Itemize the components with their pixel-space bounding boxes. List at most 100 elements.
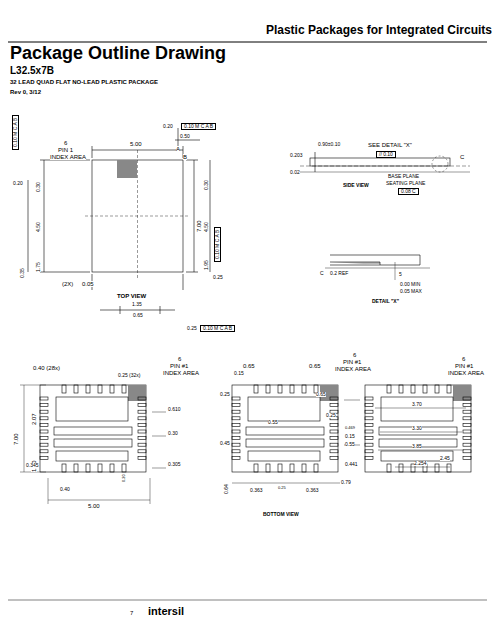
dimension-label: 2.254 xyxy=(414,461,427,466)
dimension-label: INDEX AREA xyxy=(163,370,199,376)
bottom-view-outline xyxy=(365,385,471,472)
dimension-label: (2X) xyxy=(62,281,73,287)
dimension-label: 0.25 xyxy=(220,392,230,397)
top-view xyxy=(28,128,210,314)
dimension-label: 0.25 xyxy=(213,275,223,280)
dimension-label: DETAIL "X" xyxy=(372,299,399,304)
dimension-label: 0.20 xyxy=(163,124,173,129)
dimension-label: 7.00 xyxy=(13,433,19,445)
dimension-label: 32 LEAD QUAD FLAT NO-LEAD PLASTIC PACKAG… xyxy=(10,79,158,85)
dimension-label: 0.79 xyxy=(341,480,351,485)
dimension-label: Rev 0, 3/12 xyxy=(10,89,41,95)
page-title: Package Outline Drawing xyxy=(10,44,226,62)
dimension-label: 0.65 xyxy=(243,363,255,369)
dimension-label: 0.00 MIN xyxy=(400,282,420,287)
dimension-label: 0.25 xyxy=(278,486,286,490)
dimension-label: 4.50 xyxy=(204,222,209,232)
header-rule xyxy=(8,42,487,43)
dimension-label: 4.50 xyxy=(36,222,41,232)
dimension-label: 0.05 xyxy=(82,281,94,287)
dimension-label: 0.2 REF xyxy=(330,271,348,276)
dimension-label: 3.85 xyxy=(412,444,422,449)
tolerance-frame: 0.10 M C A B xyxy=(181,123,216,130)
dimension-label: 0.55 xyxy=(268,420,278,425)
detail-x xyxy=(325,255,430,280)
dimension-label: 0.65 xyxy=(133,313,143,318)
dimension-label: 5 xyxy=(399,272,402,277)
dimension-label: 0.40 xyxy=(60,487,70,492)
footer-rule xyxy=(8,600,487,601)
dimension-label: 0.305 xyxy=(168,462,181,467)
dimension-label: INDEX AREA xyxy=(335,366,371,372)
dimension-label: 0.50 xyxy=(180,134,190,139)
dimension-label: 0.203 xyxy=(290,153,303,158)
dimension-label: SIDE VIEW xyxy=(343,183,369,188)
dimension-label: 0.65 xyxy=(309,363,321,369)
dimension-lines xyxy=(20,385,466,504)
bottom-views xyxy=(40,385,471,472)
dimension-label: 1.95 xyxy=(204,260,209,270)
dimension-label: INDEX AREA xyxy=(50,154,86,160)
tolerance-frame: // 0.10 xyxy=(376,151,396,158)
dimension-label: 2.45 xyxy=(440,456,450,461)
dimension-label: 1.35 xyxy=(132,302,142,307)
dimension-label: 0.90±0.10 xyxy=(318,142,340,147)
dimension-label: INDEX AREA xyxy=(448,370,484,376)
dimension-label: C xyxy=(320,271,324,276)
dimension-label: 0.363 xyxy=(306,488,319,493)
dimension-label: Plastic Packages for Integrated Circuits xyxy=(266,24,492,36)
dimension-label: SEATING PLANE xyxy=(386,181,425,186)
dimension-label: BOTTOM VIEW xyxy=(263,512,299,517)
dimension-label: 3.70 xyxy=(412,402,422,407)
dimension-label: C xyxy=(460,154,464,160)
dimension-label: B xyxy=(183,154,187,160)
dimension-label: 0.345 xyxy=(26,463,39,468)
tolerance-frame: 0.10 M C A B xyxy=(12,115,19,150)
dimension-label: SEE DETAIL "X" xyxy=(368,142,412,148)
dimension-label: 0.40 (28x) xyxy=(33,365,60,371)
dimension-label: 0.610 xyxy=(168,407,181,412)
dimension-label: 0.469 xyxy=(345,426,355,430)
dimension-label: 0.35 xyxy=(20,268,25,278)
dimension-label: 0.55 xyxy=(345,442,355,447)
dimension-label: 0.20 xyxy=(122,474,126,482)
dimension-label: BASE PLANE xyxy=(388,174,419,179)
tolerance-frame: 0.08 C xyxy=(398,188,419,195)
dimension-label: 0.05 MAX xyxy=(400,289,422,294)
dimension-label: 0.20 xyxy=(13,181,23,186)
tolerance-frame: 0.10 M C A B xyxy=(214,227,221,262)
dimension-label: PIN #1 xyxy=(455,363,473,369)
dimension-label: 0.25 (32x) xyxy=(118,373,141,378)
dimension-label: 0.65 xyxy=(316,392,326,397)
dimension-label: 6 xyxy=(353,352,356,358)
dimension-label: TOP VIEW xyxy=(117,293,146,299)
dimension-label: 0.02 xyxy=(290,170,300,175)
dimension-label: 0.30 xyxy=(204,180,209,190)
dimension-label: 0.45 xyxy=(220,441,230,446)
dimension-label: 6 xyxy=(178,356,181,362)
dimension-label: 0.25 xyxy=(187,326,197,331)
dimension-label: 1.75 xyxy=(36,262,41,272)
dimension-label: 5.00 xyxy=(130,141,142,147)
dimension-label: 7 xyxy=(130,610,133,616)
dimension-label: 6 xyxy=(462,356,465,362)
dimension-label: 0.64 xyxy=(224,484,229,494)
dimension-label: 0.30 xyxy=(168,431,178,436)
dimension-label: 7.00 xyxy=(196,220,202,232)
dimension-label: PIN #1 xyxy=(343,359,361,365)
dimension-label: 2.07 xyxy=(31,413,37,425)
dimension-label: L32.5x7B xyxy=(10,66,54,76)
dimension-label: 5.00 xyxy=(88,503,100,509)
dimension-label: 0.441 xyxy=(345,462,358,467)
dimension-label: PIN 1 xyxy=(58,147,73,153)
bottom-view-outline xyxy=(40,385,146,472)
dimension-label: 0.363 xyxy=(250,488,263,493)
side-view xyxy=(300,152,470,172)
tolerance-frame: 0.10 M C A B xyxy=(200,325,235,332)
dimension-label: 0.15 xyxy=(345,434,355,439)
dimension-label: 6 xyxy=(64,140,67,146)
bottom-view-outline xyxy=(232,385,338,472)
dimension-label: 0.25 xyxy=(326,413,336,418)
